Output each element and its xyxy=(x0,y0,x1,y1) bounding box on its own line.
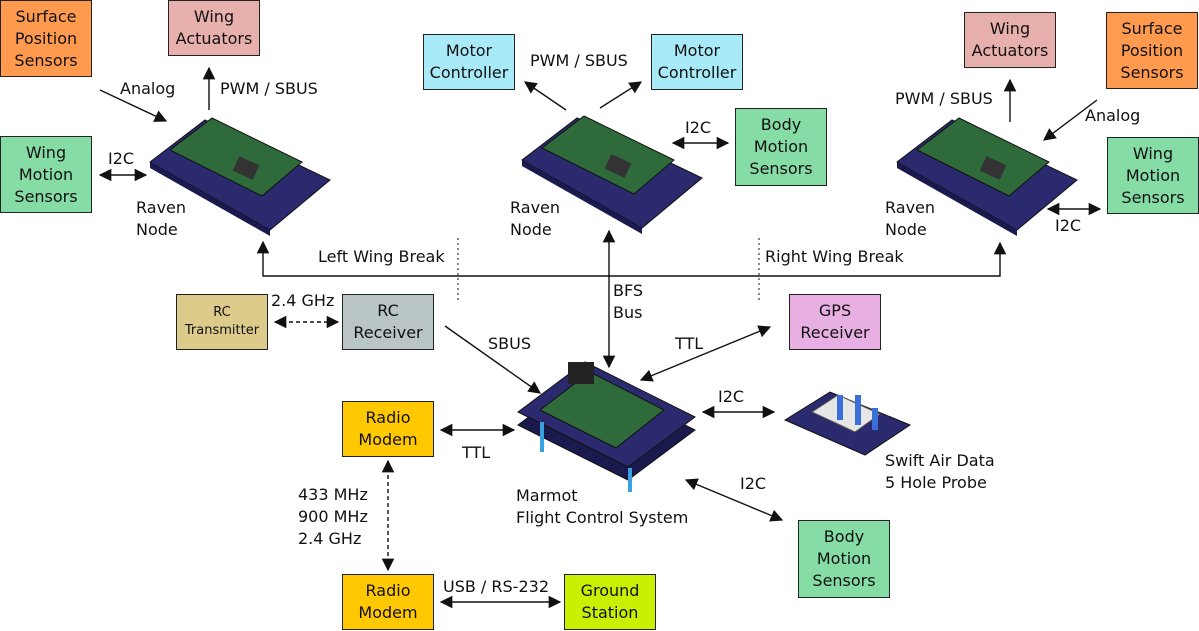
raven-node-board-right xyxy=(896,117,1078,236)
i2c-right-label: I2C xyxy=(1055,216,1082,235)
ttl-gps-label: TTL xyxy=(675,334,704,353)
i2c-body-label: I2C xyxy=(740,474,767,493)
sbus-label: SBUS xyxy=(488,334,531,353)
pwm-center-arrow-left xyxy=(523,81,567,111)
radio-modem-top: Radio Modem xyxy=(342,401,434,457)
pwm-center-label: PWM / SBUS xyxy=(530,51,628,70)
rc-receiver: RC Receiver xyxy=(342,294,434,350)
wing-motion-sensors-left: Wing Motion Sensors xyxy=(0,136,92,213)
raven-node-board-left xyxy=(149,117,331,236)
surface-position-sensors-left: Surface Position Sensors xyxy=(0,0,92,77)
ttl-modem-label: TTL xyxy=(462,443,491,462)
i2c-body-arrow xyxy=(684,478,784,522)
body-motion-sensors-top: Body Motion Sensors xyxy=(735,108,827,186)
raven-node-center-label: Raven Node xyxy=(510,198,561,239)
radio-modem-bottom: Radio Modem xyxy=(342,574,434,630)
swift-probe-image xyxy=(783,391,912,456)
bfs-bus-line xyxy=(256,240,1007,277)
ttl-gps-arrow xyxy=(639,325,772,382)
rc-transmitter: RC Transmitter xyxy=(176,294,268,350)
radio-frequencies-label: 433 MHz 900 MHz 2.4 GHz xyxy=(298,485,368,548)
marmot-board xyxy=(517,361,696,492)
wing-motion-sensors-right: Wing Motion Sensors xyxy=(1107,137,1199,214)
i2c-center-label: I2C xyxy=(685,118,712,137)
marmot-label: Marmot Flight Control System xyxy=(516,486,689,527)
motor-controller-right: Motor Controller xyxy=(651,34,743,90)
bfs-bus-label: BFS Bus xyxy=(613,281,644,322)
motor-controller-left: Motor Controller xyxy=(423,34,515,90)
wing-actuators-right: Wing Actuators xyxy=(964,12,1056,68)
swift-probe-label: Swift Air Data 5 Hole Probe xyxy=(885,451,995,492)
wing-actuators-left: Wing Actuators xyxy=(168,0,260,56)
i2c-left-label: I2C xyxy=(108,149,135,168)
analog-left-arrow xyxy=(99,89,168,122)
analog-left-label: Analog xyxy=(120,79,176,98)
left-wing-break-label: Left Wing Break xyxy=(318,247,445,266)
sbus-arrow xyxy=(444,325,542,394)
pwm-center-arrow-right xyxy=(599,81,643,109)
pwm-left-label: PWM / SBUS xyxy=(220,79,318,98)
gps-receiver: GPS Receiver xyxy=(789,294,881,350)
ground-station: Ground Station xyxy=(564,574,656,630)
raven-node-board-center xyxy=(521,115,703,234)
body-motion-sensors-bottom: Body Motion Sensors xyxy=(798,520,890,598)
i2c-swift-label: I2C xyxy=(718,387,745,406)
analog-right-arrow xyxy=(1042,99,1098,141)
rc-frequency-label: 2.4 GHz xyxy=(271,291,335,310)
analog-right-label: Analog xyxy=(1085,106,1141,125)
raven-node-left-label: Raven Node xyxy=(136,198,187,239)
right-wing-break-label: Right Wing Break xyxy=(765,247,904,266)
raven-node-right-label: Raven Node xyxy=(885,198,936,239)
usb-rs232-label: USB / RS-232 xyxy=(443,577,549,596)
pwm-right-label: PWM / SBUS xyxy=(895,89,993,108)
surface-position-sensors-right: Surface Position Sensors xyxy=(1106,12,1198,89)
